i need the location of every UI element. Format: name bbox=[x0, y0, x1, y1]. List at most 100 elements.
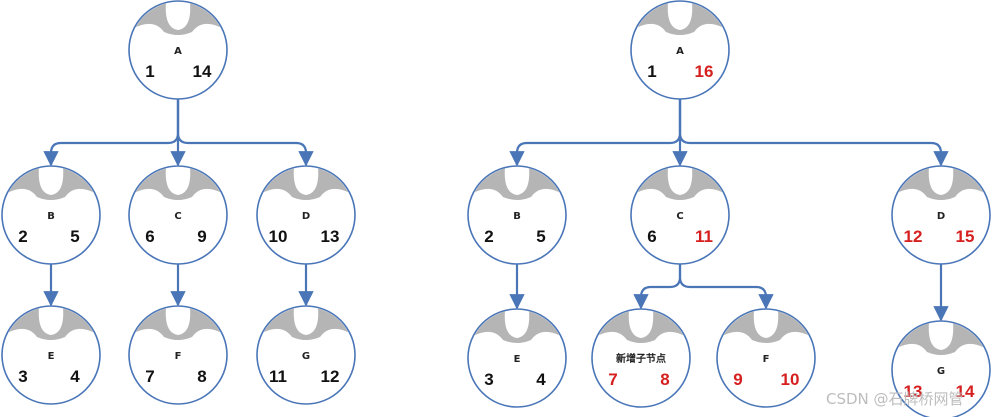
node-cap-shape bbox=[597, 310, 685, 343]
node-label: G bbox=[302, 351, 310, 362]
node-label: B bbox=[513, 211, 521, 222]
edge-c-f bbox=[678, 264, 774, 310]
node-circle bbox=[128, 0, 228, 100]
node-label: E bbox=[514, 354, 521, 365]
node-right-value: 11 bbox=[695, 227, 713, 246]
node-left-value: 7 bbox=[145, 367, 154, 386]
node-left-value: 6 bbox=[647, 227, 656, 246]
node-cap-shape bbox=[134, 307, 222, 340]
node-circle bbox=[1, 305, 101, 405]
node-f: F 7 8 bbox=[128, 305, 228, 405]
node-right-value: 4 bbox=[70, 367, 80, 386]
node-left-value: 6 bbox=[145, 227, 154, 246]
node-a: A 1 14 bbox=[128, 0, 228, 100]
watermark-text: CSDN @石牌桥网管 bbox=[826, 390, 964, 408]
node-right-value: 15 bbox=[956, 227, 975, 246]
node-right-value: 13 bbox=[321, 227, 340, 246]
node-d: D 12 15 bbox=[891, 165, 991, 265]
node-left-value: 9 bbox=[733, 370, 742, 389]
node-right-value: 14 bbox=[956, 382, 975, 401]
edge-a-b bbox=[509, 99, 682, 167]
node-cap-shape bbox=[473, 310, 561, 343]
node-left-value: 3 bbox=[484, 370, 493, 389]
node-label: 新增子节点 bbox=[616, 352, 666, 365]
node-circle bbox=[467, 165, 567, 265]
node-circle bbox=[128, 165, 228, 265]
node-right-value: 8 bbox=[197, 367, 206, 386]
node-right-value: 4 bbox=[536, 370, 546, 389]
edge-c-n bbox=[633, 264, 682, 310]
edge-a-b bbox=[43, 99, 180, 167]
node-label: A bbox=[174, 46, 182, 57]
node-cap-shape bbox=[134, 2, 222, 35]
node-c: C 6 9 bbox=[128, 165, 228, 265]
node-cap-shape bbox=[897, 322, 985, 355]
node-right-value: 16 bbox=[695, 62, 714, 81]
node-cap-shape bbox=[636, 2, 724, 35]
node-f: F 9 10 bbox=[716, 308, 816, 408]
node-right-value: 8 bbox=[660, 370, 669, 389]
node-left-value: 12 bbox=[904, 227, 923, 246]
node-label: F bbox=[763, 354, 770, 365]
node-label: A bbox=[676, 46, 684, 57]
node-label: C bbox=[174, 211, 181, 222]
node-cap-shape bbox=[636, 167, 724, 200]
node-a: A 1 16 bbox=[630, 0, 730, 100]
node-n: 新增子节点 7 8 bbox=[591, 308, 691, 408]
node-left-value: 1 bbox=[647, 62, 656, 81]
node-left-value: 2 bbox=[484, 227, 493, 246]
node-right-value: 9 bbox=[197, 227, 206, 246]
node-left-value: 1 bbox=[145, 62, 154, 81]
node-label: F bbox=[175, 351, 182, 362]
node-left-value: 7 bbox=[608, 370, 617, 389]
node-cap-shape bbox=[7, 307, 95, 340]
edge-a-d bbox=[176, 99, 314, 167]
node-label: G bbox=[937, 366, 945, 377]
node-left-value: 3 bbox=[18, 367, 27, 386]
right-tree-edges bbox=[509, 99, 949, 322]
node-b: B 2 5 bbox=[1, 165, 101, 265]
node-label: D bbox=[937, 211, 945, 222]
node-left-value: 2 bbox=[18, 227, 27, 246]
node-circle bbox=[591, 308, 691, 408]
node-cap-shape bbox=[473, 167, 561, 200]
node-g: G 11 12 bbox=[256, 305, 356, 405]
node-b: B 2 5 bbox=[467, 165, 567, 265]
edge-a-d bbox=[678, 99, 949, 167]
node-left-value: 11 bbox=[269, 367, 287, 386]
node-circle bbox=[891, 165, 991, 265]
node-cap-shape bbox=[7, 167, 95, 200]
node-cap-shape bbox=[722, 310, 810, 343]
node-circle bbox=[256, 305, 356, 405]
node-label: E bbox=[48, 351, 55, 362]
node-label: B bbox=[47, 211, 55, 222]
node-circle bbox=[630, 0, 730, 100]
node-right-value: 12 bbox=[321, 367, 340, 386]
node-circle bbox=[716, 308, 816, 408]
node-cap-shape bbox=[897, 167, 985, 200]
node-c: C 6 11 bbox=[630, 165, 730, 265]
node-cap-shape bbox=[262, 307, 350, 340]
node-right-value: 5 bbox=[536, 227, 545, 246]
node-circle bbox=[256, 165, 356, 265]
node-label: C bbox=[676, 211, 683, 222]
node-cap-shape bbox=[134, 167, 222, 200]
node-left-value: 10 bbox=[269, 227, 288, 246]
node-circle bbox=[128, 305, 228, 405]
node-circle bbox=[467, 308, 567, 408]
node-right-value: 10 bbox=[781, 370, 800, 389]
node-e: E 3 4 bbox=[467, 308, 567, 408]
node-e: E 3 4 bbox=[1, 305, 101, 405]
node-circle bbox=[1, 165, 101, 265]
node-cap-shape bbox=[262, 167, 350, 200]
edges-layer bbox=[43, 99, 949, 322]
node-right-value: 14 bbox=[193, 62, 212, 81]
node-right-value: 5 bbox=[70, 227, 79, 246]
node-circle bbox=[891, 320, 991, 417]
